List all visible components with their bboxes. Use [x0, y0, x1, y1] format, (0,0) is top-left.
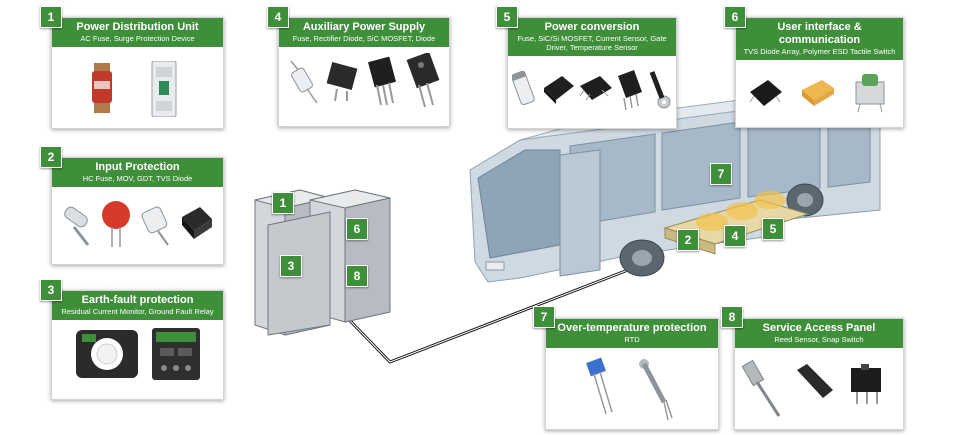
- card-input-protection: Input Protection HC Fuse, MOV, GDT, TVS …: [51, 157, 224, 265]
- rtd-probe-icon: [639, 359, 673, 421]
- tvs-diode-icon: [182, 207, 212, 239]
- mov-icon: [102, 201, 130, 247]
- card-title: Power Distribution Unit: [76, 21, 199, 33]
- card-user-interface-communication: User interface & communication TVS Diode…: [735, 17, 904, 128]
- card-auxiliary-power-supply: Auxiliary Power Supply Fuse, Rectifier D…: [278, 17, 450, 127]
- temperature-sensor-icon: [649, 71, 671, 109]
- tvs-diode-array-icon: [749, 80, 782, 106]
- card-earth-fault-protection: Earth-fault protection Residual Current …: [51, 290, 224, 400]
- card-number-5: 5: [496, 6, 518, 28]
- card-number-2: 2: [40, 146, 62, 168]
- card-title: User interface & communication: [777, 21, 862, 46]
- card-title: Service Access Panel: [762, 322, 876, 334]
- snap-switch-icon: [851, 364, 881, 404]
- card-service-access-panel: Service Access Panel Reed Sensor, Snap S…: [734, 318, 904, 430]
- card-subtitle: Residual Current Monitor, Ground Fault R…: [61, 307, 214, 316]
- surge-protection-device-icon: [151, 61, 177, 117]
- card-title: Over-temperature protection: [557, 322, 707, 334]
- card-title: Earth-fault protection: [81, 294, 194, 306]
- bus-tag-5: 5: [762, 218, 784, 240]
- rtd-sensor-icon: [586, 357, 613, 415]
- card-number-3: 3: [40, 279, 62, 301]
- card-power-conversion: Power conversion Fuse, SiC/Si MOSFET, Cu…: [507, 17, 677, 129]
- card-title: Power conversion: [544, 21, 640, 33]
- cabinet-tag-3: 3: [280, 255, 302, 277]
- gate-driver-icon: [618, 70, 642, 111]
- fuse-icon: [512, 70, 535, 106]
- hc-fuse-icon: [64, 206, 90, 246]
- cabinet-tag-1: 1: [272, 192, 294, 214]
- bus-tag-7: 7: [710, 163, 732, 185]
- reed-switch-icon: [797, 364, 833, 398]
- tactile-switch-icon: [855, 74, 885, 113]
- card-power-distribution-unit: Power Distribution Unit AC Fuse, Surge P…: [51, 17, 224, 129]
- card-subtitle: HC Fuse, MOV, GDT, TVS Diode: [82, 174, 193, 183]
- card-over-temperature-protection: Over-temperature protection RTD: [545, 318, 719, 430]
- card-number-4: 4: [267, 6, 289, 28]
- current-sensor-icon: [579, 76, 612, 101]
- sic-mosfet-icon: [368, 56, 396, 106]
- ground-fault-relay-icon: [152, 328, 200, 380]
- card-subtitle: RTD: [624, 335, 640, 344]
- card-title: Input Protection: [95, 161, 180, 173]
- cabinet-tag-8: 8: [346, 265, 368, 287]
- residual-current-monitor-icon: [76, 330, 138, 378]
- bus-tag-2: 2: [677, 229, 699, 251]
- card-number-7: 7: [533, 306, 555, 328]
- bus-tag-4: 4: [724, 225, 746, 247]
- rectifier-diode-icon: [326, 62, 358, 102]
- sic-si-mosfet-icon: [544, 76, 574, 104]
- card-number-6: 6: [724, 6, 746, 28]
- card-number-1: 1: [40, 6, 62, 28]
- cabinet-tag-6: 6: [346, 218, 368, 240]
- card-subtitle: TVS Diode Array, Polymer ESD Tactile Swi…: [743, 47, 896, 56]
- card-subtitle: Fuse, SiC/Si MOSFET, Current Sensor, Gat…: [517, 34, 667, 52]
- card-subtitle: Reed Sensor, Snap Switch: [774, 335, 864, 344]
- card-title: Auxiliary Power Supply: [302, 21, 426, 33]
- ac-fuse-icon: [92, 63, 112, 113]
- reed-sensor-icon: [741, 359, 781, 417]
- diode-icon: [406, 53, 440, 108]
- polymer-esd-icon: [802, 80, 834, 106]
- cabinet-illustration: [254, 189, 391, 336]
- fuse-icon: [290, 60, 318, 104]
- card-number-8: 8: [721, 306, 743, 328]
- card-subtitle: Fuse, Rectifier Diode, SiC MOSFET, Diode: [292, 34, 436, 43]
- card-subtitle: AC Fuse, Surge Protection Device: [80, 34, 195, 43]
- bus-illustration: [469, 95, 881, 283]
- gdt-icon: [141, 206, 169, 246]
